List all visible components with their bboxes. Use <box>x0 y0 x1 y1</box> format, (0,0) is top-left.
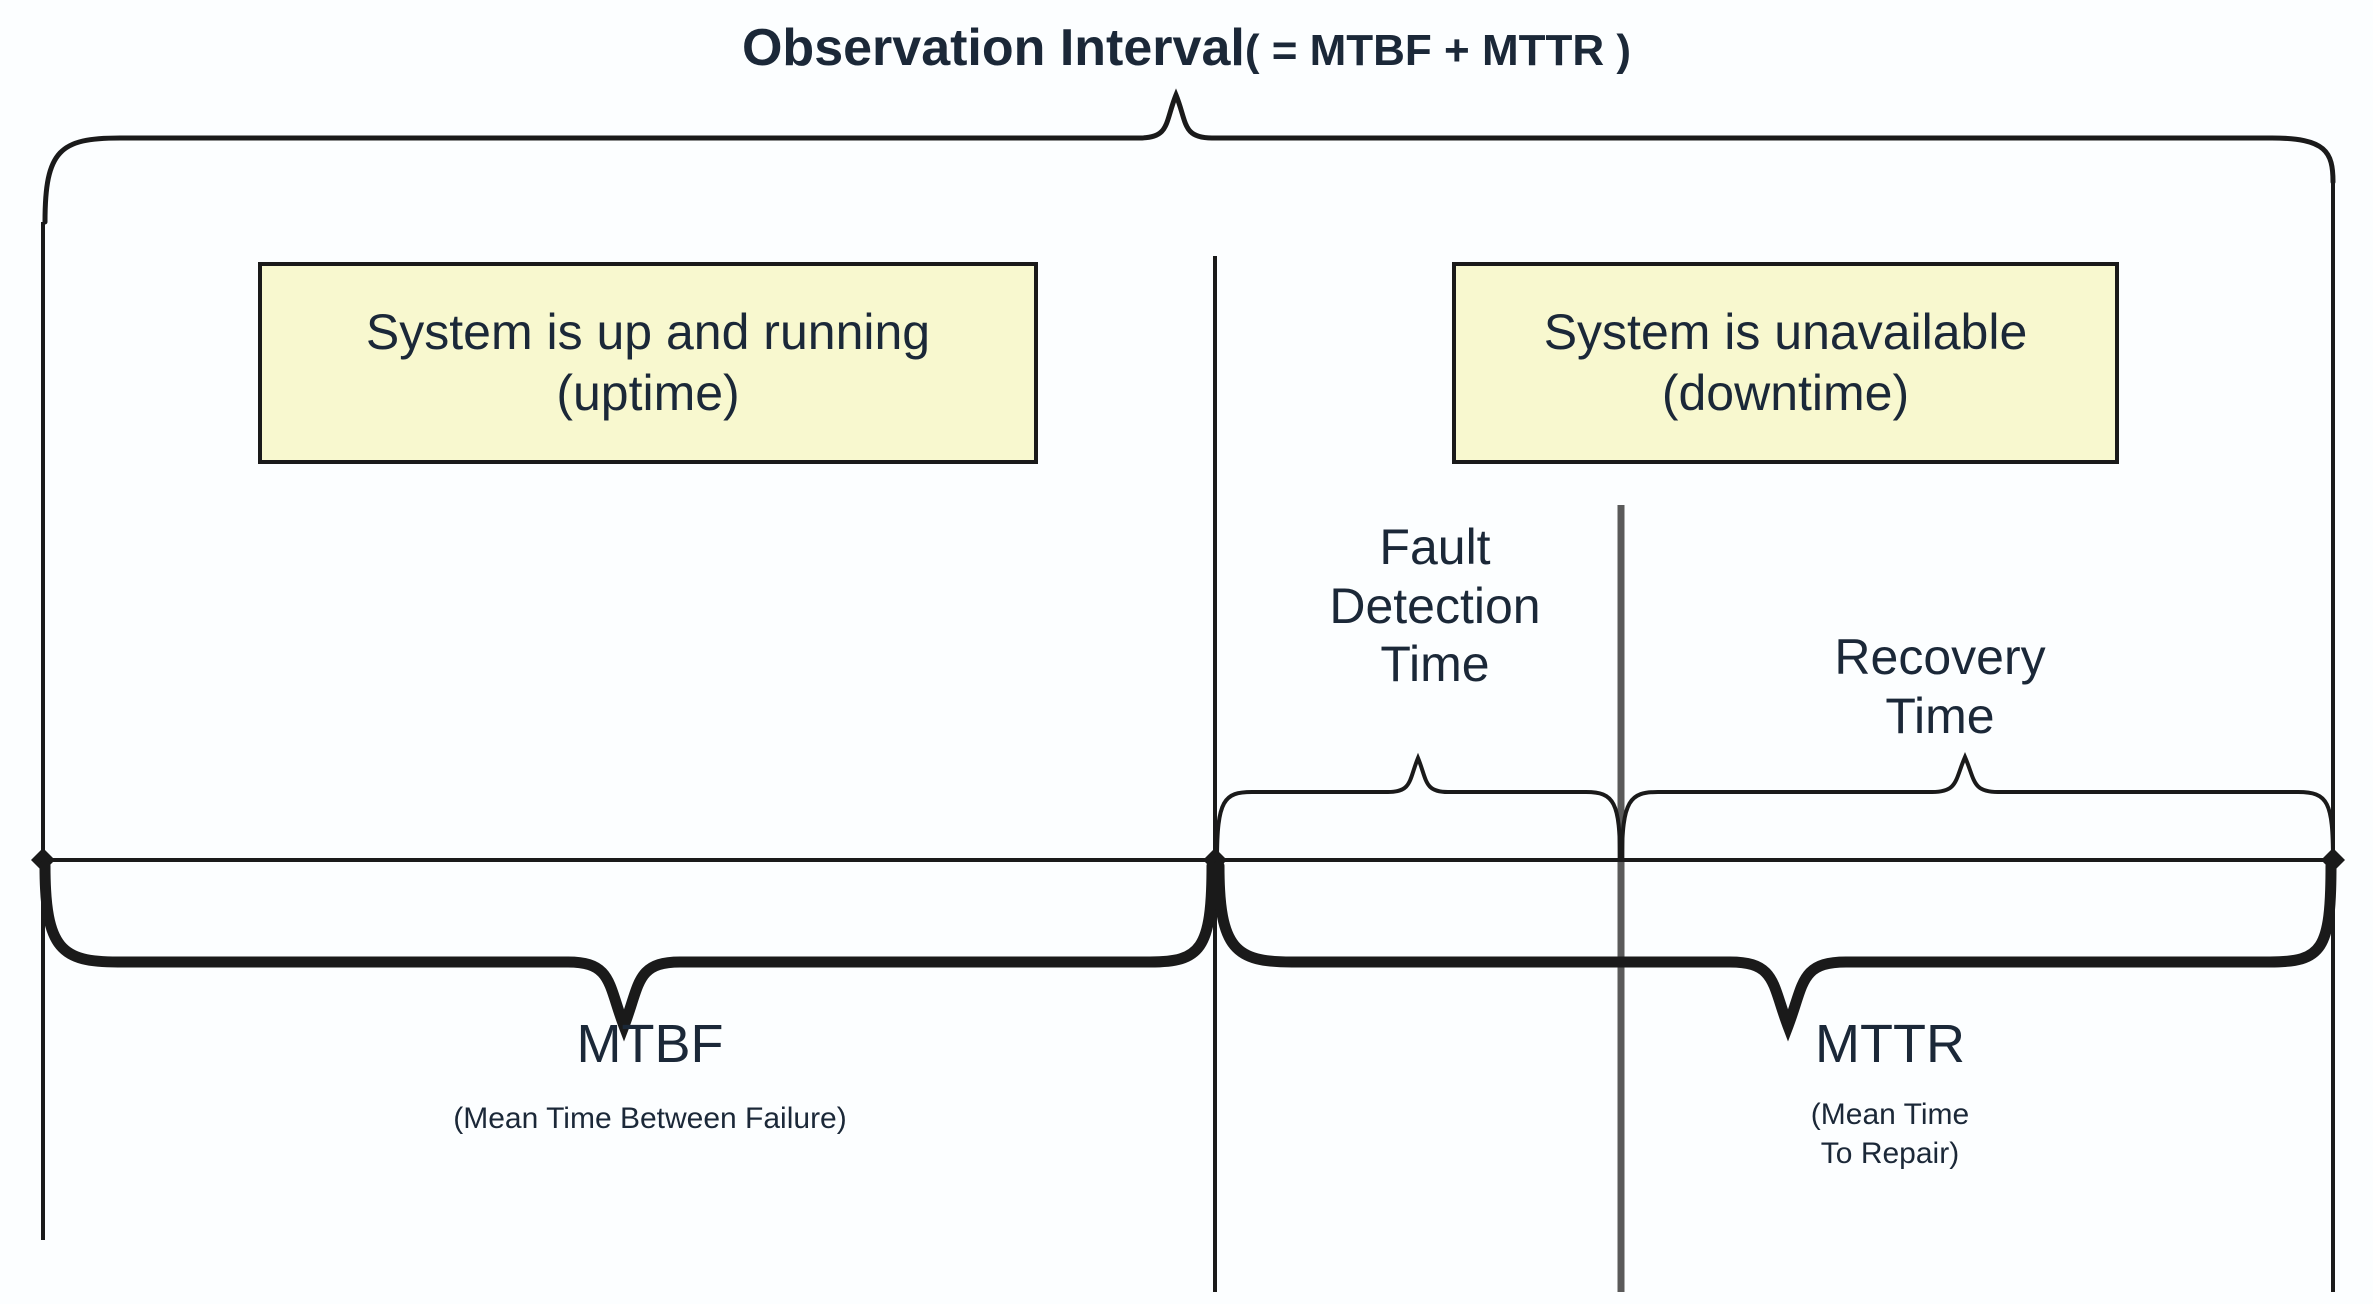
mttr-abbreviation: MTTR <box>1815 1014 1965 1074</box>
downtime-box-line1: System is unavailable <box>1543 304 2028 360</box>
mtbf-brace <box>39 860 1218 1042</box>
uptime-box: System is up and running (uptime) <box>258 262 1038 464</box>
uptime-box-line2: (uptime) <box>556 365 740 421</box>
diagram-title-main: Observation Interval <box>741 19 1245 77</box>
mttr-label-group: MTTR (Mean Time To Repair) <box>1640 1014 2140 1173</box>
mtbf-label-group: MTBF (Mean Time Between Failure) <box>350 1014 950 1139</box>
uptime-box-line1: System is up and running <box>365 304 931 360</box>
mttr-expansion: (Mean Time To Repair) <box>1810 1098 1970 1170</box>
diagram-title-formula: ( = MTBF + MTTR ) <box>1244 26 1632 75</box>
diagram-title: Observation Interval( = MTBF + MTTR ) <box>0 18 2373 78</box>
observation-interval-brace <box>42 88 2336 225</box>
recovery-time-brace <box>1620 751 2335 862</box>
recovery-time-label: Recovery Time <box>1834 629 2046 744</box>
mtbf-expansion: (Mean Time Between Failure) <box>453 1102 847 1136</box>
downtime-box: System is unavailable (downtime) <box>1452 262 2119 464</box>
mttr-brace <box>1213 860 2337 1042</box>
downtime-box-line2: (downtime) <box>1661 365 1910 421</box>
fault-detection-brace <box>1215 752 1622 862</box>
fault-detection-time-label: Fault Detection Time <box>1329 519 1541 692</box>
mtbf-abbreviation: MTBF <box>576 1014 724 1074</box>
